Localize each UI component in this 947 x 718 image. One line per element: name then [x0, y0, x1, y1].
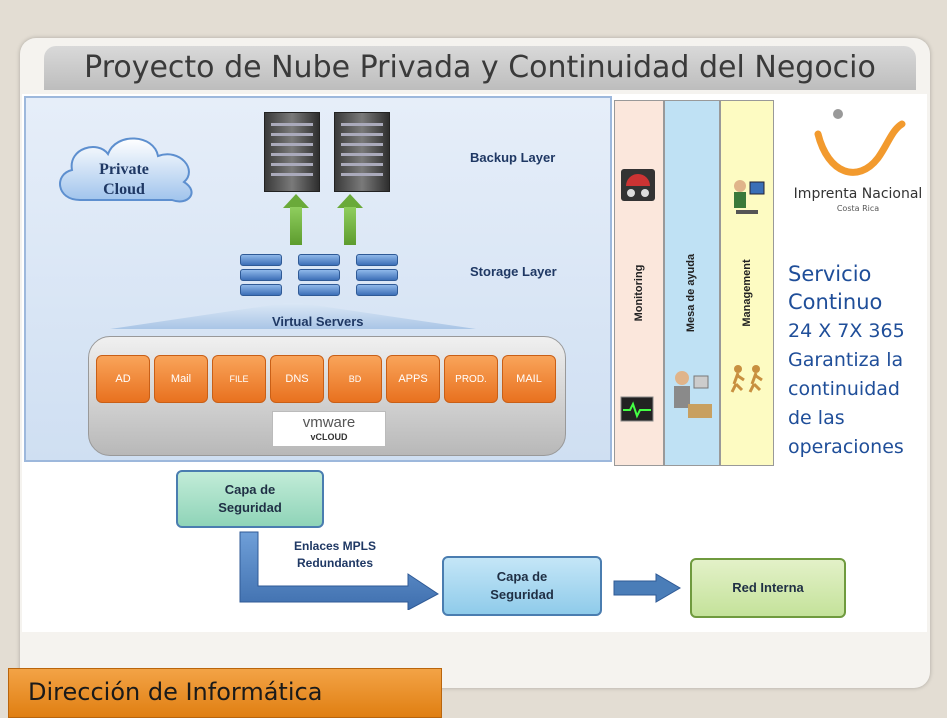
monitoring-label: Monitoring [633, 264, 645, 322]
arrow-up-icon [283, 194, 309, 208]
security-layer-box-1: Capa de Seguridad [176, 470, 324, 528]
security1-line1: Capa de [224, 482, 276, 497]
security2-line2: Seguridad [490, 587, 554, 602]
server-chip: DNS [270, 355, 324, 403]
mpls-label-line2: Redundantes [296, 556, 373, 570]
title-bar [44, 46, 916, 90]
arrow-right-icon [613, 573, 681, 603]
storage-disk-icon [240, 254, 282, 296]
helpdesk-user-icon [674, 371, 712, 418]
logo-country: Costa Rica [836, 204, 880, 213]
mpls-label-line1: Enlaces MPLS [293, 539, 377, 553]
service-line2: Continuo [788, 290, 883, 314]
backup-server-icon [334, 112, 390, 192]
storage-layer-label: Storage Layer [470, 264, 557, 279]
management-label: Management [741, 259, 753, 327]
security2-line1: Capa de [496, 569, 548, 584]
service-line3: 24 X 7X 365 [788, 320, 905, 342]
management-column: Management [720, 100, 774, 466]
security1-line2: Seguridad [218, 500, 282, 515]
server-chip: Mail [154, 355, 208, 403]
storage-disk-icon [356, 254, 398, 296]
vmware-product: vCLOUD [310, 432, 348, 442]
vmware-brand: vmware [302, 414, 356, 431]
backup-layer-label: Backup Layer [470, 150, 556, 165]
gauge-icon [621, 169, 655, 201]
cloud-label-line2: Cloud [103, 181, 145, 198]
service-line1: Servicio [788, 262, 872, 286]
service-line7: operaciones [788, 436, 904, 458]
backup-server-icon [264, 112, 320, 192]
server-chip: AD [96, 355, 150, 403]
footer-label: Dirección de Informática [28, 678, 323, 706]
page-title: Proyecto de Nube Privada y Continuidad d… [84, 50, 876, 85]
imprenta-nacional-logo-icon [814, 109, 906, 176]
service-line6: de las [788, 407, 845, 429]
storage-disk-icon [298, 254, 340, 296]
service-line5: continuidad [788, 378, 900, 400]
monitor-pulse-icon [620, 396, 654, 422]
logo-name: Imprenta Nacional [793, 186, 923, 202]
manager-user-icon [734, 180, 765, 214]
server-chip: BD [328, 355, 382, 403]
service-line4: Garantiza la [788, 349, 904, 371]
server-chip: APPS [386, 355, 440, 403]
server-chip: PROD. [444, 355, 498, 403]
arrow-up-shaft [290, 207, 302, 245]
mesa-label: Mesa de ayuda [685, 253, 697, 333]
people-running-icon [730, 365, 763, 393]
flow-arrow-icon [239, 531, 439, 610]
server-chip: MAIL [502, 355, 556, 403]
arrow-up-shaft [344, 207, 356, 245]
cloud-icon [59, 137, 193, 203]
cloud-label-line1: Private [99, 161, 149, 178]
arrow-up-icon [337, 194, 363, 208]
virtual-servers-label: Virtual Servers [272, 314, 364, 329]
vmware-logo: vmware vCLOUD [272, 411, 386, 447]
security-layer-box-2: Capa de Seguridad [442, 556, 602, 616]
server-chip: FILE [212, 355, 266, 403]
red-interna-box: Red Interna [690, 558, 846, 618]
